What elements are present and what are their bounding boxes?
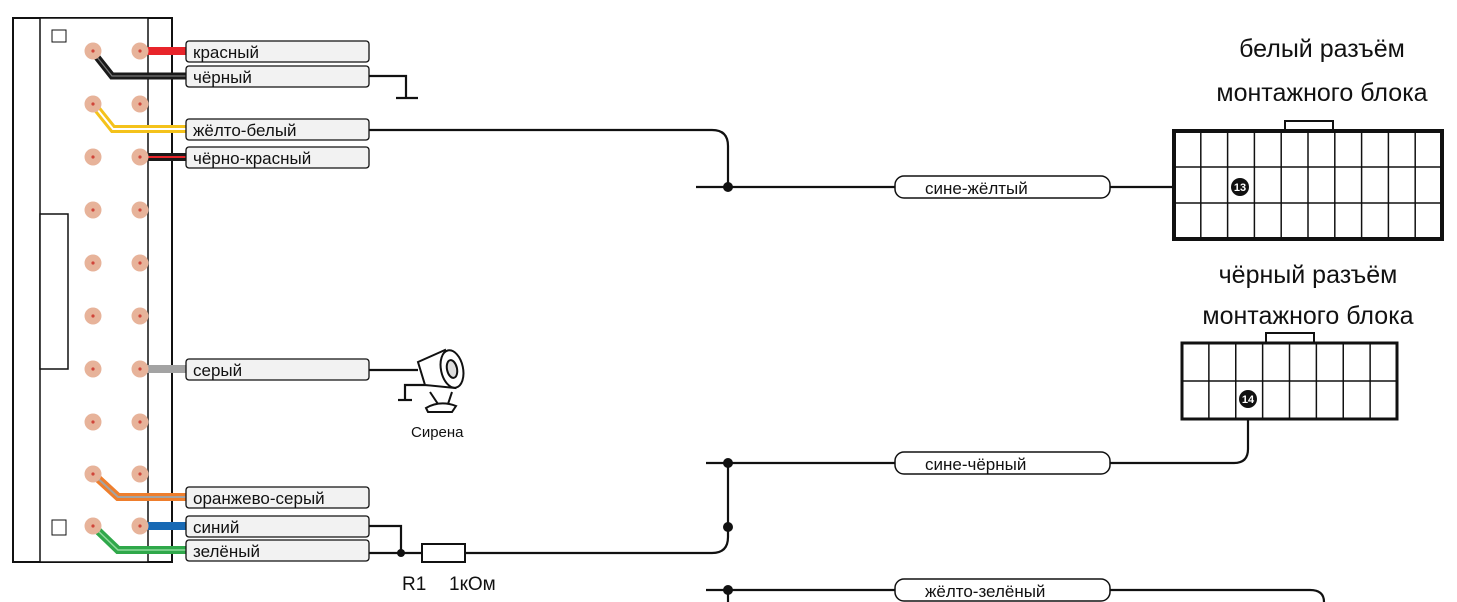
connector-pin-dot [138,472,142,476]
connector-labels: красный чёрный жёлто-белый чёрно-красный… [185,40,370,562]
connector-pin-dot [91,49,95,53]
siren-icon [416,348,465,413]
connector-pin-dot [91,102,95,106]
label-black-text: чёрный [193,68,252,87]
black-block-connector: чёрный разъём монтажного блока 14 [1180,261,1414,421]
connector-pin-dot [138,367,142,371]
connector-pin-dot [138,524,142,528]
connector-notch-bottom [51,519,67,536]
label-gray-text: серый [193,361,242,380]
label-black: чёрный [185,65,370,88]
connector-pins [84,42,149,535]
junction-dot [723,182,733,192]
junction-dot [723,585,733,595]
label-blue: синий [185,515,370,538]
resistor-name: R1 [402,574,426,595]
white-block-pin-number: 13 [1234,182,1246,194]
resistor: R1 1кОм [402,543,496,595]
label-yellow-white-text: жёлто-белый [193,121,297,140]
siren: Сирена [411,348,465,441]
line-resistor-out [465,463,730,555]
connector-pin-dot [138,314,142,318]
connector-pin-dot [91,524,95,528]
connector-pin-dot [91,420,95,424]
resistor-body [421,543,466,563]
label-blue-yellow-text: сине-жёлтый [925,179,1028,198]
label-gray: серый [185,358,370,381]
label-blue-text: синий [193,518,239,537]
connector-pin-dot [91,314,95,318]
black-block-grid [1182,343,1397,419]
siren-ground [403,383,430,400]
connector-pin-dot [91,261,95,265]
ground-line [369,74,408,98]
connector-notch-top [51,29,67,43]
line-yellow-green [1110,588,1326,602]
resistor-value: 1кОм [449,574,496,595]
label-green-text: зелёный [193,542,260,561]
line-blue-black [1110,399,1250,465]
label-blue-black: сине-чёрный [894,451,1111,475]
black-block-pin-number: 14 [1242,394,1255,406]
label-red: красный [185,40,370,63]
junction-dot [723,522,733,532]
connector-pin-dot [138,208,142,212]
label-blue-yellow: сине-жёлтый [894,175,1111,199]
connector-pin-dot [91,472,95,476]
siren-label: Сирена [411,424,464,441]
connector-pin-dot [138,420,142,424]
connector-pin-dot [91,208,95,212]
white-block-title-2: монтажного блока [1216,79,1427,107]
black-block-title-2: монтажного блока [1202,302,1413,330]
white-block-connector: белый разъём монтажного блока 13 [1172,35,1444,241]
label-yellow-green: жёлто-зелёный [894,578,1111,602]
line-blue-jumper [369,524,403,555]
connector-pin-dot [91,367,95,371]
label-orange-gray-text: оранжево-серый [193,489,325,508]
label-black-red: чёрно-красный [185,146,370,169]
white-block-grid [1174,131,1442,239]
label-yellow-green-text: жёлто-зелёный [925,582,1045,601]
black-block-pin-marker [1239,390,1257,408]
label-blue-black-text: сине-чёрный [925,455,1026,474]
bus-labels: сине-жёлтый сине-чёрный жёлто-зелёный [894,175,1111,602]
junctions [397,182,733,595]
connector-pin-dot [138,155,142,159]
label-black-red-text: чёрно-красный [193,149,311,168]
black-block-title-1: чёрный разъём [1219,261,1398,289]
connector-wires [89,47,186,554]
label-red-text: красный [193,43,259,62]
junction-dot [397,549,405,557]
label-green: зелёный [185,539,370,562]
connector-key [39,213,69,370]
junction-dot [723,458,733,468]
white-block-pin-marker [1231,178,1249,196]
connector-pin-dot [138,49,142,53]
line-yellow-white [369,128,730,187]
label-yellow-white: жёлто-белый [185,118,370,141]
white-block-title-1: белый разъём [1239,35,1405,63]
connector-pin-dot [138,102,142,106]
connector-pin-dot [138,261,142,265]
label-orange-gray: оранжево-серый [185,486,370,509]
connector-pin-dot [91,155,95,159]
